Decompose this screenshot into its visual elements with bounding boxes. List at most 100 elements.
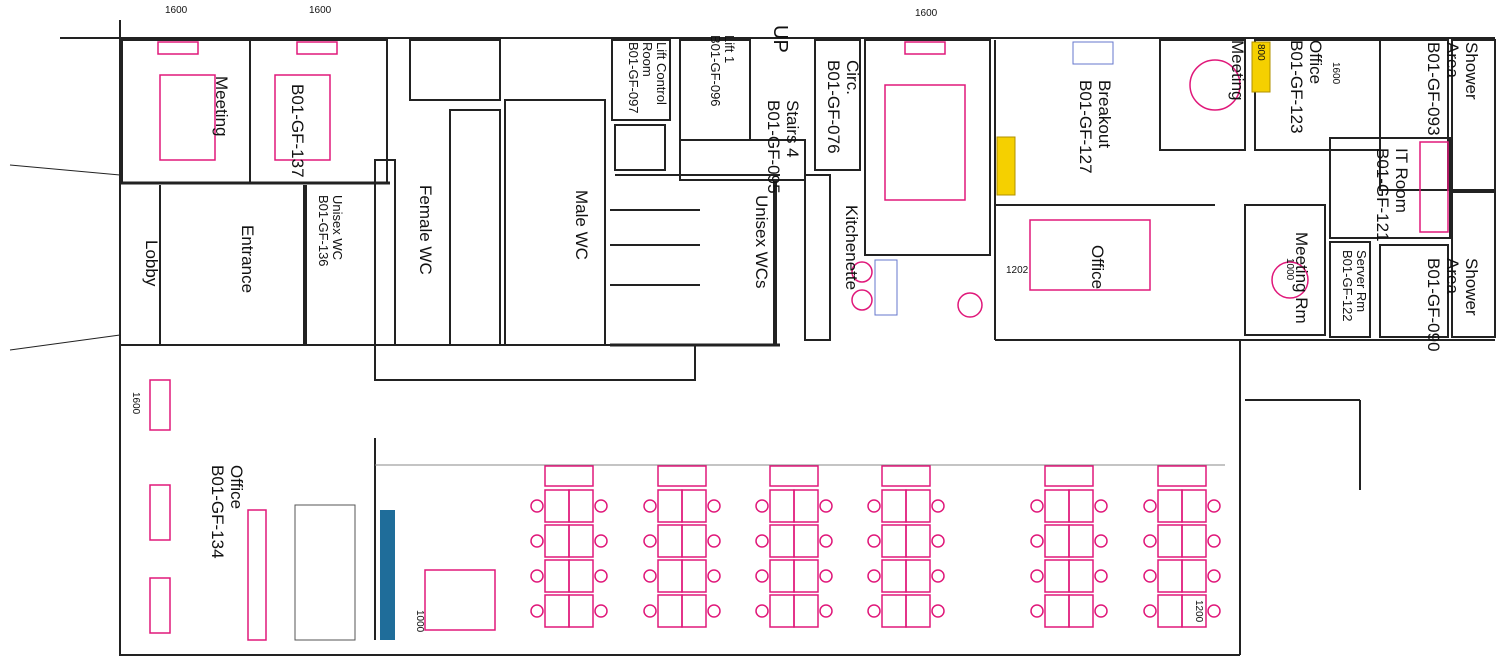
desk (1044, 594, 1070, 628)
screen (157, 41, 199, 55)
desk (1044, 559, 1070, 593)
screen (904, 41, 946, 55)
chair (755, 569, 769, 583)
meeting-table (884, 84, 966, 201)
desk (1044, 524, 1070, 558)
chair (931, 569, 945, 583)
chair (1207, 604, 1221, 618)
desk (681, 594, 707, 628)
dimension-label: 1600 (165, 5, 188, 16)
room-label-lobby: Lobby (142, 240, 161, 287)
chair (867, 569, 881, 583)
desk (1157, 489, 1183, 523)
desk (769, 559, 795, 593)
room-label-circ: Circ.B01-GF-076 (824, 60, 862, 154)
sofa (149, 577, 171, 634)
chair (867, 534, 881, 548)
desk (905, 524, 931, 558)
desk (1157, 559, 1183, 593)
it-desk (1419, 141, 1449, 233)
desk (769, 594, 795, 628)
dimension-label: 1202 (1006, 265, 1029, 276)
office-desks (1029, 219, 1151, 291)
pod (424, 569, 496, 631)
chair (594, 499, 608, 513)
screen (296, 41, 338, 55)
chair (530, 569, 544, 583)
room-code: B01-GF-123 (1287, 40, 1306, 134)
room-code-b01-gf-137: B01-GF-137 (288, 84, 307, 178)
desk (769, 524, 795, 558)
chair (707, 534, 721, 548)
chair (755, 534, 769, 548)
desk (881, 594, 907, 628)
round-table (1189, 59, 1241, 111)
chair (1094, 604, 1108, 618)
chair (643, 499, 657, 513)
room-name: IT Room (1392, 148, 1411, 213)
desk (1181, 489, 1207, 523)
dimension-label: 1000 (414, 610, 425, 633)
chair (1030, 534, 1044, 548)
chair (643, 569, 657, 583)
room-label-meeting-right: Meeting (1228, 40, 1247, 101)
room-code: B01-GF-093 (1424, 42, 1443, 136)
desk (1068, 594, 1094, 628)
desk (881, 559, 907, 593)
desk (657, 559, 683, 593)
stool (851, 289, 873, 311)
sofa (149, 484, 171, 541)
chair (819, 499, 833, 513)
desk (881, 489, 907, 523)
desk (544, 489, 570, 523)
chair (643, 534, 657, 548)
room-sub: Area (1443, 258, 1462, 294)
chair (819, 534, 833, 548)
desk (681, 524, 707, 558)
chair (1030, 604, 1044, 618)
chair (931, 604, 945, 618)
desk (657, 524, 683, 558)
chair (931, 499, 945, 513)
room-name: Server Rm (1354, 250, 1369, 313)
desk (793, 524, 819, 558)
desk (1044, 489, 1070, 523)
room-sub: Area (1443, 42, 1462, 78)
room-label-male-wc: Male WC (572, 190, 591, 260)
chair (1094, 534, 1108, 548)
dimension-label: 1600 (915, 8, 938, 19)
dimension-label: 1000 (1284, 258, 1295, 281)
chair (867, 499, 881, 513)
storage-unit (544, 465, 594, 487)
chair (1143, 534, 1157, 548)
chair (594, 569, 608, 583)
desk (1181, 559, 1207, 593)
room-label-kitchenette: Kitchenette (842, 205, 861, 291)
chair (1143, 569, 1157, 583)
stairs-up-label: UP (769, 25, 791, 53)
desk (657, 489, 683, 523)
storage-unit (1157, 465, 1207, 487)
dimension-label: 800 (1255, 44, 1266, 61)
chair (707, 499, 721, 513)
room-code: B01-GF-122 (1340, 250, 1355, 322)
desk (1181, 594, 1207, 628)
room-label-meeting-left: Meeting (212, 76, 231, 137)
chair (819, 604, 833, 618)
desk (681, 489, 707, 523)
chair (1207, 569, 1221, 583)
room-label-office-mid: Office (1088, 245, 1107, 290)
room-name: Shower (1462, 258, 1481, 316)
room-code: B01-GF-096 (708, 35, 723, 107)
room-name: Circ. (843, 60, 862, 95)
chair (1094, 569, 1108, 583)
chair (530, 499, 544, 513)
chair (1207, 534, 1221, 548)
dimension-label: 1200 (1193, 600, 1204, 623)
dimension-label: 1600 (130, 392, 141, 415)
